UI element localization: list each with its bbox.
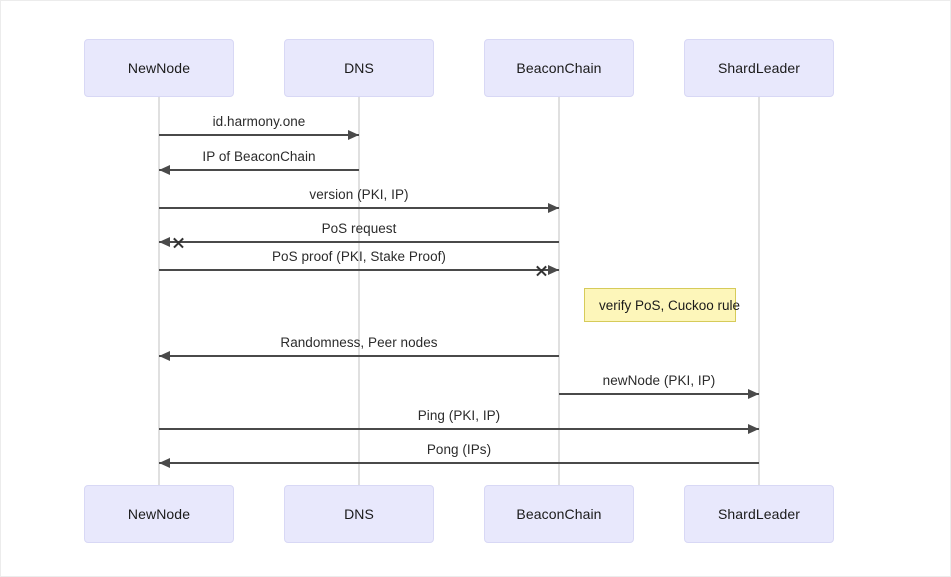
lifeline-newnode [158, 97, 160, 485]
message-line-0 [159, 134, 359, 136]
participant-top-dns[interactable]: DNS [284, 39, 434, 97]
participant-label: NewNode [127, 506, 191, 522]
message-line-8 [159, 462, 759, 464]
participant-label: DNS [344, 506, 374, 522]
message-loss-marker-4 [535, 264, 548, 277]
participant-label: NewNode [127, 60, 191, 76]
participant-top-newnode[interactable]: NewNode [84, 39, 234, 97]
message-label-0: id.harmony.one [212, 114, 306, 129]
message-loss-marker-3 [172, 236, 185, 249]
lifeline-beaconchain [558, 97, 560, 485]
arrowhead-5 [159, 350, 170, 361]
participant-top-shardleader[interactable]: ShardLeader [684, 39, 834, 97]
arrowhead-0 [348, 129, 359, 140]
message-label-7: Ping (PKI, IP) [417, 408, 501, 423]
message-line-3 [159, 241, 559, 243]
message-line-2 [159, 207, 559, 209]
participant-label: BeaconChain [516, 60, 602, 76]
arrowhead-4 [548, 264, 559, 275]
participant-top-beaconchain[interactable]: BeaconChain [484, 39, 634, 97]
lifeline-shardleader [758, 97, 760, 485]
participant-label: ShardLeader [717, 60, 801, 76]
message-label-6: newNode (PKI, IP) [602, 373, 716, 388]
message-label-4: PoS proof (PKI, Stake Proof) [272, 249, 446, 264]
arrowhead-2 [548, 202, 559, 213]
participant-bottom-newnode[interactable]: NewNode [84, 485, 234, 543]
message-label-2: version (PKI, IP) [309, 187, 409, 202]
message-line-7 [159, 428, 759, 430]
participant-label: DNS [344, 60, 374, 76]
arrowhead-1 [159, 164, 170, 175]
participant-bottom-shardleader[interactable]: ShardLeader [684, 485, 834, 543]
message-line-5 [159, 355, 559, 357]
message-line-4 [159, 269, 559, 271]
message-label-5: Randomness, Peer nodes [280, 335, 438, 350]
participant-label: BeaconChain [516, 506, 602, 522]
message-label-1: IP of BeaconChain [202, 149, 316, 164]
message-line-1 [159, 169, 359, 171]
participant-label: ShardLeader [717, 506, 801, 522]
lifeline-dns [358, 97, 360, 485]
message-label-8: Pong (IPs) [426, 442, 492, 457]
message-line-6 [559, 393, 759, 395]
note-0[interactable]: verify PoS, Cuckoo rule [584, 288, 740, 322]
arrowhead-8 [159, 457, 170, 468]
arrowhead-7 [748, 423, 759, 434]
arrowhead-3 [159, 236, 170, 247]
arrowhead-6 [748, 388, 759, 399]
message-label-3: PoS request [321, 221, 397, 236]
participant-bottom-dns[interactable]: DNS [284, 485, 434, 543]
participant-bottom-beaconchain[interactable]: BeaconChain [484, 485, 634, 543]
